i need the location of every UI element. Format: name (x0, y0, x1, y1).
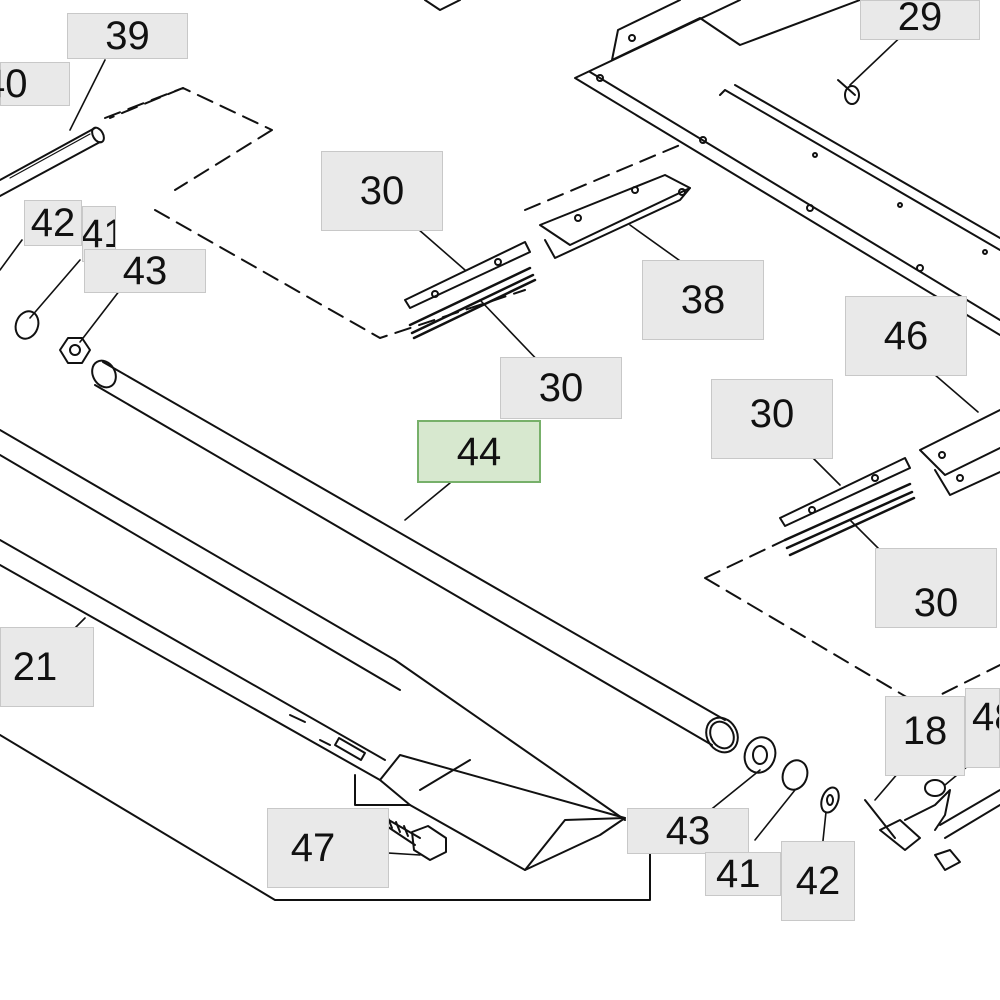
plate-upper-right (424, 0, 1000, 336)
nut-43-lower (743, 736, 777, 774)
callout-label: 42 (795, 859, 841, 903)
callout-label: 47 (290, 826, 336, 870)
rod-39 (0, 126, 105, 197)
callout-label: 40 (0, 62, 28, 106)
callout-label: 30 (359, 169, 405, 213)
callout-label: 43 (122, 249, 168, 293)
washer-41-upper (14, 310, 40, 340)
callout-48[interactable]: 48 (965, 688, 1000, 768)
callout-label: 46 (883, 314, 929, 358)
callout-label: 30 (749, 392, 795, 436)
callout-38[interactable]: 38 (642, 260, 764, 340)
callout-29[interactable]: 29 (860, 0, 980, 40)
screw-29 (837, 79, 860, 105)
callout-39[interactable]: 39 (67, 13, 188, 59)
callout-46[interactable]: 46 (845, 296, 967, 376)
callout-label: 48 (972, 695, 999, 739)
callout-43-upper[interactable]: 43 (84, 249, 206, 293)
strip-30-upper (404, 241, 537, 340)
callout-30-top[interactable]: 30 (321, 151, 443, 231)
bracket-chute (354, 754, 626, 871)
callout-43-lower[interactable]: 43 (627, 808, 749, 854)
callout-41-lower[interactable]: 41 (705, 852, 781, 896)
callout-label: 44 (456, 429, 502, 474)
callout-label: 41 (82, 212, 115, 256)
callout-42-upper[interactable]: 42 (24, 200, 82, 246)
callout-label: 38 (680, 278, 726, 322)
callout-label: 30 (913, 581, 959, 625)
washer-41-lower (781, 759, 809, 791)
channel-46 (919, 409, 1000, 496)
callout-label: 21 (12, 645, 58, 689)
callout-42-lower[interactable]: 42 (781, 841, 855, 921)
callout-label: 30 (538, 366, 584, 410)
tube-44 (91, 359, 739, 754)
callout-label: 29 (897, 0, 943, 39)
callout-label: 41 (716, 852, 761, 896)
callout-40[interactable]: 40 (0, 62, 70, 106)
callout-18[interactable]: 18 (885, 696, 965, 776)
channel-38 (539, 174, 691, 259)
callout-label: 18 (902, 709, 948, 753)
nut-43-upper (59, 337, 91, 364)
bracket-18 (864, 779, 1000, 871)
callout-30-right[interactable]: 30 (711, 379, 833, 459)
callout-21[interactable]: 21 (0, 627, 94, 707)
callout-30-lower-right[interactable]: 30 (875, 548, 997, 628)
callout-label: 43 (665, 809, 711, 853)
strip-30-right (779, 457, 916, 557)
callout-30-center[interactable]: 30 (500, 357, 622, 419)
dashed-outline-mid (524, 144, 681, 211)
washer-42-lower (820, 786, 840, 814)
callout-label: 42 (30, 201, 76, 245)
callout-44-selected[interactable]: 44 (417, 420, 541, 483)
frame-21 (0, 429, 651, 901)
callout-label: 39 (105, 14, 150, 58)
callout-47[interactable]: 47 (267, 808, 389, 888)
dashed-outline-left-b (109, 87, 184, 119)
